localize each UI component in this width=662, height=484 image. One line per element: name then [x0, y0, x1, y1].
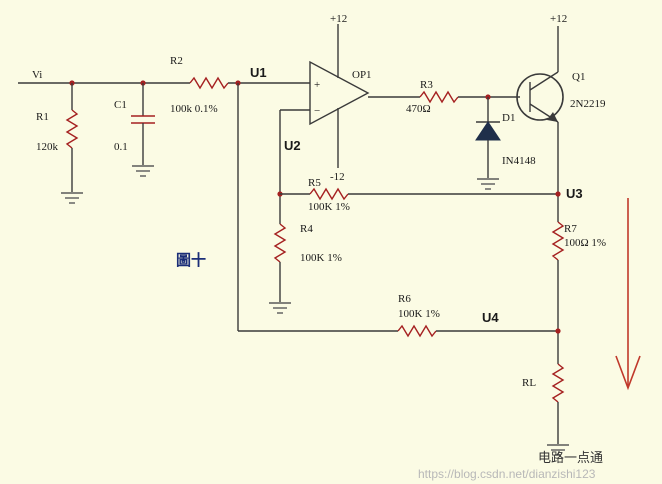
label-op1: OP1 [352, 69, 372, 81]
label-r4-value: 100K 1% [300, 252, 342, 264]
resistor-r5 [309, 187, 349, 201]
label-d1-value: IN4148 [502, 155, 536, 167]
label-r3: R3 [420, 79, 433, 91]
label-r5-value: 100K 1% [308, 201, 350, 213]
watermark-url: https://blog.csdn.net/dianzishi123 [418, 467, 596, 481]
figure-label: 圖十 [176, 251, 206, 269]
label-node-u3: U3 [566, 186, 583, 201]
label-node-u1: U1 [250, 65, 267, 80]
node-u4 [555, 328, 561, 334]
label-r4: R4 [300, 223, 313, 235]
ground-rl [547, 444, 569, 456]
transistor-q1 [516, 73, 564, 121]
label-r7: R7 [564, 223, 577, 235]
label-d1: D1 [502, 112, 515, 124]
label-q1-value: 2N2219 [570, 98, 606, 110]
label-node-u4: U4 [482, 310, 499, 325]
label-node-u2: U2 [284, 138, 301, 153]
ground-c1 [132, 165, 154, 177]
label-q1: Q1 [572, 71, 585, 83]
resistor-r1 [65, 109, 79, 149]
transistor-q1-arrow [547, 112, 558, 122]
label-r2: R2 [170, 55, 183, 67]
resistor-r3 [419, 90, 459, 104]
label-r3-value: 470Ω [406, 103, 431, 115]
op-amp-minus: − [314, 105, 320, 117]
label-c1-value: 0.1 [114, 141, 128, 153]
label-r6-value: 100K 1% [398, 308, 440, 320]
label-op-plus12: +12 [330, 13, 347, 25]
label-r5: R5 [308, 177, 321, 189]
node-u3 [555, 191, 561, 197]
op-amp-op1 [309, 60, 370, 126]
label-r1: R1 [36, 111, 49, 123]
label-op-minus12: -12 [330, 171, 345, 183]
resistor-r6 [397, 324, 437, 338]
label-r7-value: 100Ω 1% [564, 237, 606, 249]
current-arrow-head [615, 355, 641, 391]
ground-r4 [269, 302, 291, 314]
label-r6: R6 [398, 293, 411, 305]
label-vi: Vi [32, 69, 42, 81]
diode-d1 [475, 121, 501, 141]
label-c1: C1 [114, 99, 127, 111]
label-r2-value: 100k 0.1% [170, 103, 218, 115]
ground-d1 [477, 178, 499, 190]
label-q1-plus12: +12 [550, 13, 567, 25]
transistor-q1-collector [529, 71, 559, 91]
resistor-rl [551, 363, 565, 403]
resistor-r7 [551, 221, 565, 261]
resistor-r2 [189, 76, 229, 90]
ground-r1 [61, 192, 83, 204]
watermark-brand: 电路一点通 [538, 450, 603, 466]
label-r1-value: 120k [36, 141, 59, 153]
label-rl: RL [522, 377, 536, 389]
resistor-r4 [273, 223, 287, 263]
op-amp-plus: + [314, 79, 320, 91]
